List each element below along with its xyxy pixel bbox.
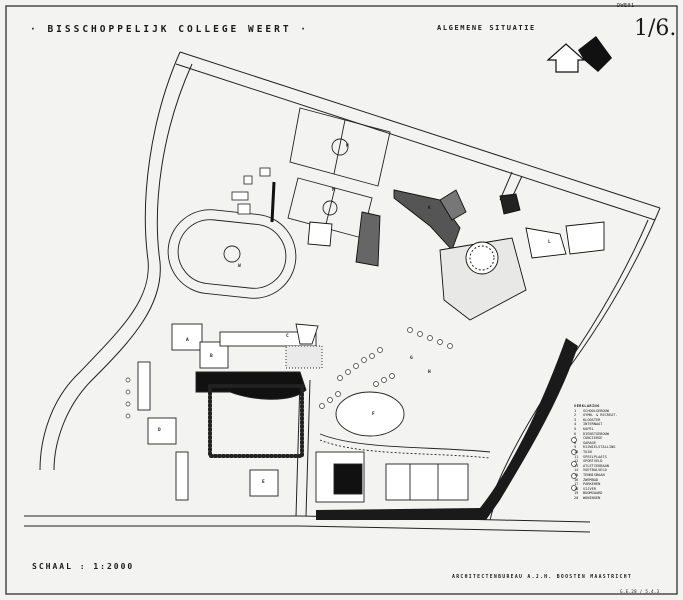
legend: VERKLARING 1 SCHOOLGEBOUW 2 GYMN. & RECREA… [574, 404, 634, 500]
legend-item: 6 DIENSTGEBOUW [574, 432, 634, 437]
map-label-e: E [262, 480, 265, 485]
sheet-border [5, 5, 678, 595]
tree-rows [125, 327, 577, 491]
legend-number: 15 [574, 472, 579, 477]
legend-label: DIENSTGEBOUW [583, 431, 609, 436]
map-label-l: L [548, 240, 551, 245]
legend-label: GARAGE [583, 440, 596, 445]
legend-item: 20 WONINGEN [574, 496, 634, 501]
legend-number: 10 [574, 449, 579, 454]
legend-item: 13 ATLETIEKBAAN [574, 464, 634, 469]
map-label-n: N [346, 144, 349, 149]
legend-item: 12 SPORTVELD [574, 459, 634, 464]
map-label-k: K [428, 206, 431, 211]
drawing-stamp: G.E.28 / 5.4.3 [620, 589, 660, 594]
legend-item: 8 GARAGE [574, 441, 634, 446]
sports-fields [167, 107, 391, 299]
legend-number: 17 [574, 482, 579, 487]
legend-number: 13 [574, 463, 579, 468]
drawing-title: · BISSCHOPPELIJK COLLEGE WEERT · [30, 24, 310, 35]
legend-number: 2 [574, 413, 577, 418]
architect-credit: ARCHITECTENBUREAU A.J.H. BOOSTEN MAASTRI… [452, 575, 633, 580]
sheet-number: 1/6. [634, 16, 677, 41]
legend-label: ATLETIEKBAAN [583, 463, 609, 468]
legend-label: RIJWIELSTALLING [583, 445, 616, 450]
map-label-m: M [332, 188, 335, 193]
legend-number: 8 [574, 440, 577, 445]
map-label-f: F [372, 412, 375, 417]
legend-label: SPEELPLAATS [583, 454, 607, 459]
legend-number: 4 [574, 422, 577, 427]
legend-label: BOOMGAARD [583, 491, 603, 496]
legend-item: 18 VIJVER [574, 487, 634, 492]
legend-label: PARKEREN [583, 482, 601, 487]
legend-item: 14 VOETBALVELD [574, 468, 634, 473]
legend-number: 1 [574, 408, 577, 413]
legend-item: 17 PARKEREN [574, 482, 634, 487]
legend-label: GYMN. & RECREAT. [583, 413, 618, 418]
map-label-b: B [210, 354, 213, 359]
legend-label: KAPEL [583, 426, 594, 431]
scale-label: SCHAAL : 1:2000 [32, 562, 135, 571]
legend-number: 11 [574, 454, 579, 459]
legend-label: TENNISBAAN [583, 472, 605, 477]
legend-item: 3 KLOOSTER [574, 418, 634, 423]
legend-number: 3 [574, 417, 577, 422]
legend-number: 20 [574, 495, 579, 500]
legend-item: 1 SCHOOLGEBOUW [574, 409, 634, 414]
legend-label: TUIN [583, 449, 592, 454]
main-building [270, 181, 605, 321]
legend-number: 7 [574, 436, 577, 441]
legend-number: 9 [574, 445, 577, 450]
legend-number: 12 [574, 459, 579, 464]
gym-tennis-area [315, 391, 491, 503]
map-label-c: C [286, 334, 289, 339]
legend-item: 4 INTERNAAT [574, 422, 634, 427]
hedge-strip [316, 338, 578, 520]
map-label-g: G [410, 356, 413, 361]
legend-number: 5 [574, 426, 577, 431]
legend-label: SPORTVELD [583, 459, 603, 464]
outbuildings [231, 167, 271, 215]
legend-label: SCHOOLGEBOUW [583, 408, 609, 413]
legend-item: 10 TUIN [574, 450, 634, 455]
legend-label: WONINGEN [583, 495, 601, 500]
legend-label: VOETBALVELD [583, 468, 607, 473]
north-arrow-icon [546, 36, 612, 73]
legend-item: 16 ZWEMBAD [574, 478, 634, 483]
legend-label: INTERNAAT [583, 422, 603, 427]
corner-mark: DWE01 [617, 3, 635, 9]
legend-number: 19 [574, 491, 579, 496]
legend-number: 18 [574, 486, 579, 491]
legend-item: 5 KAPEL [574, 427, 634, 432]
legend-label: ZWEMBAD [583, 477, 599, 482]
legend-item: 2 GYMN. & RECREAT. [574, 413, 634, 418]
map-label-d: D [158, 428, 161, 433]
map-label-a: A [186, 338, 189, 343]
legend-label: KLOOSTER [583, 417, 601, 422]
legend-item: 15 TENNISBAAN [574, 473, 634, 478]
legend-item: 7 CONCIERGE [574, 436, 634, 441]
legend-number: 6 [574, 431, 577, 436]
legend-item: 9 RIJWIELSTALLING [574, 445, 634, 450]
legend-label: VIJVER [583, 486, 596, 491]
map-label-w: W [238, 264, 241, 269]
map-label-h: H [428, 370, 431, 375]
school-complex [137, 323, 323, 501]
legend-title: VERKLARING [574, 404, 600, 408]
legend-item: 11 SPEELPLAATS [574, 455, 634, 460]
legend-number: 16 [574, 477, 579, 482]
drawing-subtitle: ALGEMENE SITUATIE [437, 24, 536, 32]
legend-label: CONCIERGE [583, 436, 603, 441]
legend-item: 19 BOOMGAARD [574, 491, 634, 496]
legend-number: 14 [574, 468, 579, 473]
